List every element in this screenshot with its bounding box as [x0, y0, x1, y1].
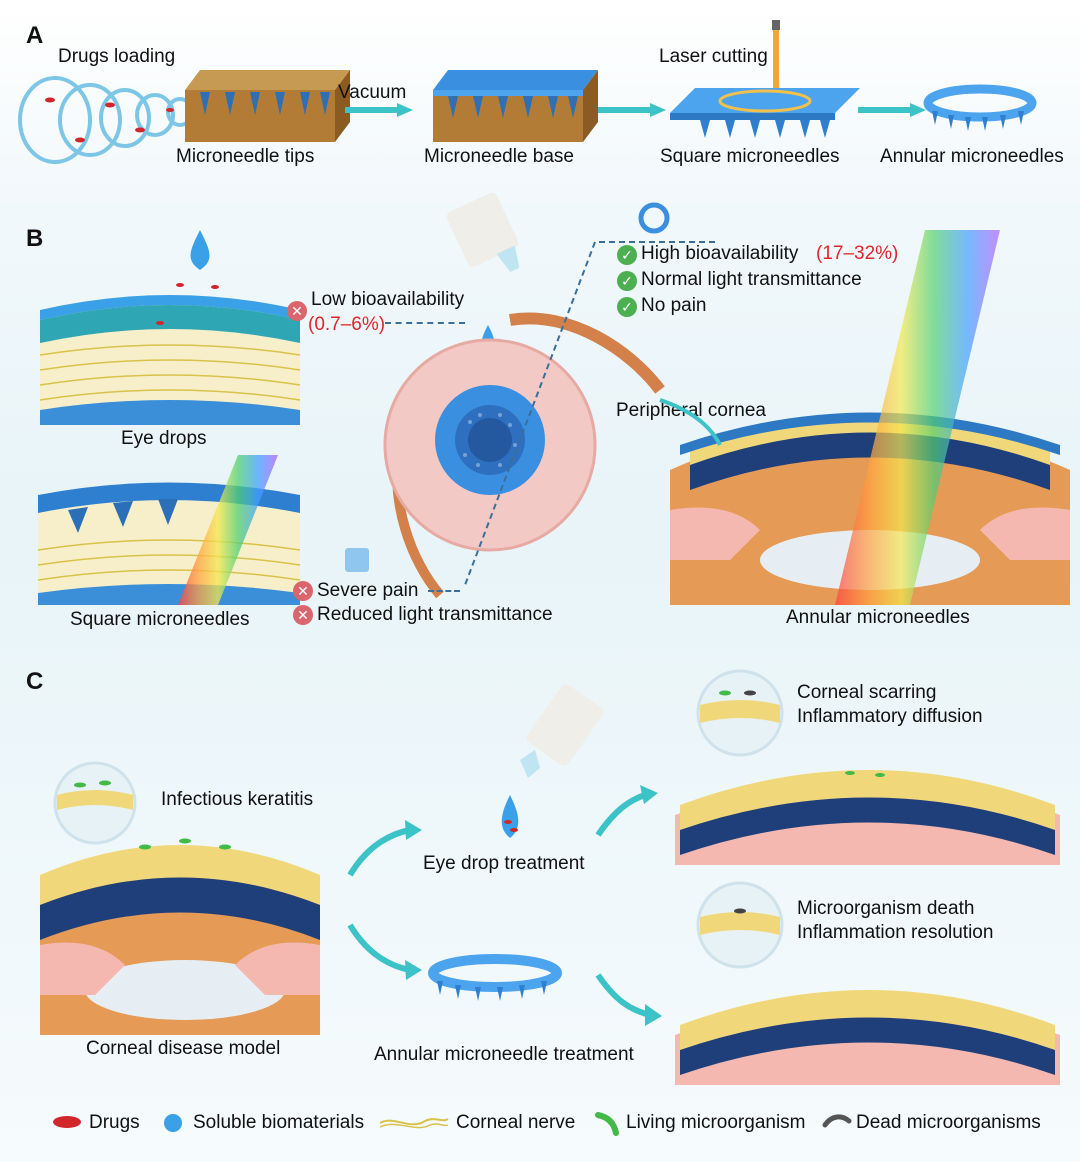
- vacuum-arrow: [345, 103, 413, 117]
- high-bioavailability-range: (17–32%): [816, 243, 899, 264]
- legend-label-drugs: Drugs: [89, 1112, 140, 1133]
- eyeball-illustration: [383, 192, 665, 599]
- drug-swirl-illustration: [18, 76, 194, 164]
- resolution-outcome-illustration: [675, 881, 1060, 1085]
- square-patch-thumbnail: [345, 548, 369, 572]
- peripheral-cornea-label: Peripheral cornea: [616, 400, 766, 421]
- severe-pain-leader: [428, 590, 460, 592]
- annular-ring-thumbnail: [638, 202, 670, 234]
- inflammation-resolution-label: Inflammation resolution: [797, 922, 994, 943]
- annular-microneedles-label-b: Annular microneedles: [786, 607, 970, 628]
- microneedle-tips-mold: [185, 70, 350, 142]
- legend-label-nerve: Corneal nerve: [456, 1112, 576, 1133]
- check-icon: ✓: [617, 245, 637, 265]
- square-microneedles-label-a: Square microneedles: [660, 146, 840, 167]
- square-microneedle-tissue-illustration: [37, 455, 301, 605]
- infectious-keratitis-label: Infectious keratitis: [161, 789, 314, 810]
- annular-treatment-label: Annular microneedle treatment: [374, 1044, 634, 1065]
- normal-light-label: Normal light transmittance: [641, 269, 862, 290]
- arrow-to-square: [598, 103, 666, 117]
- annular-cornea-illustration: [659, 230, 1070, 605]
- no-pain-label: No pain: [641, 295, 707, 316]
- severe-pain-label: Severe pain: [317, 580, 419, 601]
- nerve-icon: [379, 1118, 449, 1129]
- annular-microneedles-label-a: Annular microneedles: [880, 146, 1064, 167]
- treatment-branch-arrows: [347, 785, 662, 1026]
- living-microorganism-icon: [595, 1112, 619, 1136]
- laser-beam: [772, 20, 780, 100]
- inflammatory-diffusion-label: Inflammatory diffusion: [797, 706, 983, 727]
- low-bioavailability-range: (0.7–6%): [308, 314, 386, 335]
- drugs-loading-label: Drugs loading: [58, 46, 176, 67]
- microneedle-base-mold: [433, 70, 598, 142]
- check-icon: ✓: [617, 271, 637, 291]
- legend: Drugs Soluble biomaterials Corneal nerve…: [0, 1100, 1080, 1146]
- corneal-disease-model-illustration: [40, 761, 320, 1035]
- panel-c-label: C: [26, 668, 44, 695]
- legend-label-biomaterials: Soluble biomaterials: [193, 1112, 365, 1133]
- dead-microorganism-icon: [822, 1114, 852, 1128]
- microorganism-death-label: Microorganism death: [797, 898, 975, 919]
- drug-icon: [53, 1116, 81, 1128]
- reduced-light-label: Reduced light transmittance: [317, 604, 553, 625]
- biomaterial-icon: [164, 1114, 182, 1132]
- cross-icon: ✕: [287, 301, 307, 321]
- laser-cutting-label: Laser cutting: [659, 46, 768, 67]
- check-icon: ✓: [617, 297, 637, 317]
- low-bioavailability-leader: [385, 322, 465, 324]
- panel-b-label: B: [26, 225, 44, 252]
- corneal-scarring-label: Corneal scarring: [797, 682, 937, 703]
- cross-icon: ✕: [293, 605, 313, 625]
- eye-drop-bottle: [501, 684, 604, 838]
- eye-drops-tissue-illustration: [39, 230, 301, 425]
- square-microneedles-label-b: Square microneedles: [70, 609, 250, 630]
- annular-microneedle-ring-c: [428, 954, 562, 1001]
- legend-label-living: Living microorganism: [626, 1112, 806, 1133]
- eye-drops-label: Eye drops: [121, 428, 207, 449]
- scarring-outcome-illustration: [675, 669, 1060, 865]
- vacuum-label: Vacuum: [338, 82, 407, 103]
- panel-a-label: A: [26, 22, 44, 49]
- high-bio-leader: [464, 241, 715, 586]
- microneedle-base-label: Microneedle base: [424, 146, 574, 167]
- low-bioavailability-label: Low bioavailability: [311, 289, 465, 310]
- high-bioavailability-label: High bioavailability: [641, 243, 799, 264]
- annular-microneedle-ring-a: [923, 84, 1037, 131]
- microneedle-tips-label: Microneedle tips: [176, 146, 315, 167]
- corneal-disease-model-label: Corneal disease model: [86, 1038, 281, 1059]
- legend-label-dead: Dead microorganisms: [856, 1112, 1041, 1133]
- square-microneedle-patch: [670, 88, 860, 138]
- cross-icon: ✕: [293, 581, 313, 601]
- eye-drop-treatment-label: Eye drop treatment: [423, 853, 585, 874]
- arrow-to-annular: [858, 103, 926, 117]
